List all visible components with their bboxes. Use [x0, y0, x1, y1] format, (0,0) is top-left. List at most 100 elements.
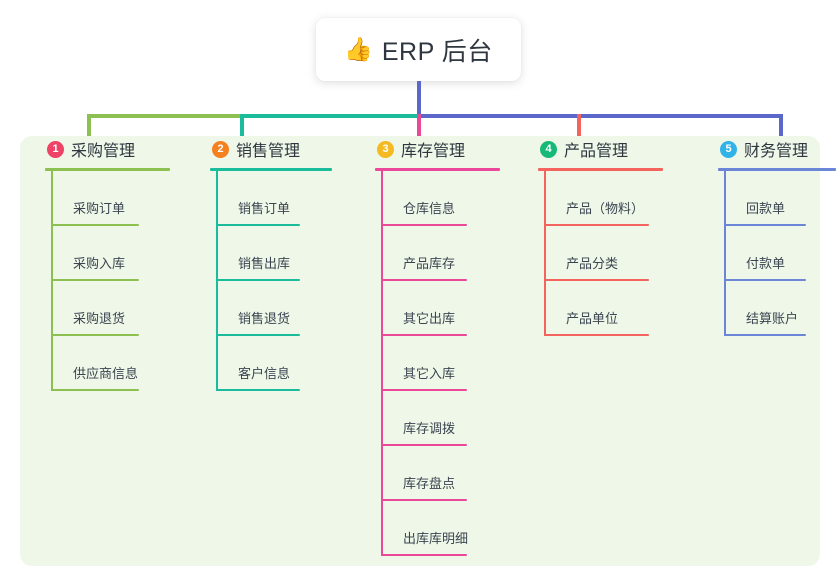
leaf-node[interactable]: 产品库存: [381, 226, 500, 281]
leaf-node[interactable]: 采购入库: [51, 226, 170, 281]
leaf-rule: [51, 389, 139, 391]
branch-column: 1 采购管理采购订单采购入库采购退货供应商信息: [45, 136, 170, 391]
branch-title: 财务管理: [744, 143, 809, 160]
branch-title: 产品管理: [564, 143, 629, 160]
leaf-rule: [51, 334, 139, 336]
leaf-rule: [724, 224, 806, 226]
branch-spine: [544, 171, 546, 336]
leaf-node[interactable]: 回款单: [724, 171, 836, 226]
connector-horizontal-green: [87, 114, 240, 118]
leaf-node[interactable]: 客户信息: [216, 336, 332, 391]
branch-header-rule: [718, 168, 836, 171]
branch-number-badge: 1: [47, 140, 64, 158]
branch-header[interactable]: 1 采购管理: [45, 136, 170, 162]
leaf-rule: [544, 334, 649, 336]
leaf-node[interactable]: 库存调拨: [381, 391, 500, 446]
branch-header-rule: [45, 168, 170, 171]
leaf-rule: [544, 224, 649, 226]
root-node-title: ERP 后台: [381, 37, 493, 66]
leaf-rule: [381, 279, 467, 281]
leaf-node[interactable]: 出库库明细: [381, 501, 500, 556]
leaf-rule: [381, 499, 467, 501]
branch-title: 库存管理: [401, 143, 466, 160]
branch-spine: [51, 171, 53, 391]
branch-number-badge: 2: [212, 140, 229, 158]
leaf-label: 产品单位: [566, 311, 619, 326]
leaf-label: 其它出库: [403, 311, 456, 326]
leaf-rule: [216, 389, 300, 391]
leaf-label: 产品（物料）: [566, 201, 645, 216]
branch-column: 4 产品管理产品（物料） 产品分类产品单位: [538, 136, 663, 336]
connector-trunk: [417, 81, 421, 116]
branch-number-badge: 4: [540, 140, 557, 158]
leaf-label: 其它入库: [403, 366, 456, 381]
branch-spine: [216, 171, 218, 391]
leaf-label: 产品分类: [566, 256, 619, 271]
leaf-label: 销售出库: [238, 256, 291, 271]
leaf-node[interactable]: 库存盘点: [381, 446, 500, 501]
leaf-node[interactable]: 产品单位: [544, 281, 663, 336]
branch-spine: [724, 171, 726, 336]
branch-header-rule: [375, 168, 500, 171]
branch-number-badge: 3: [377, 140, 394, 158]
branch-column: 2 销售管理销售订单销售出库销售退货客户信息: [210, 136, 332, 391]
leaf-label: 库存调拨: [403, 421, 456, 436]
branch-header[interactable]: 4 产品管理: [538, 136, 663, 162]
branches-panel: 1 采购管理采购订单采购入库采购退货供应商信息 2 销售管理销售订单销售出库销售退货客…: [20, 136, 836, 566]
leaf-node[interactable]: 采购退货: [51, 281, 170, 336]
leaf-rule: [51, 224, 139, 226]
leaf-rule: [216, 334, 300, 336]
leaf-rule: [544, 279, 649, 281]
leaf-node[interactable]: 产品（物料）: [544, 171, 663, 226]
connector-horizontal-blue: [418, 114, 783, 118]
leaf-node[interactable]: 销售退货: [216, 281, 332, 336]
branch-header[interactable]: 3 库存管理: [375, 136, 500, 162]
leaf-label: 结算账户: [746, 311, 799, 326]
leaf-label: 付款单: [746, 256, 786, 271]
leaf-node[interactable]: 付款单: [724, 226, 836, 281]
connector-drop-1: [87, 114, 91, 144]
leaf-rule: [724, 334, 806, 336]
leaf-node[interactable]: 其它入库: [381, 336, 500, 391]
leaf-label: 仓库信息: [403, 201, 456, 216]
leaf-node[interactable]: 销售订单: [216, 171, 332, 226]
leaf-label: 出库库明细: [403, 531, 469, 546]
branch-header-rule: [538, 168, 663, 171]
leaf-label: 销售订单: [238, 201, 291, 216]
leaf-node[interactable]: 仓库信息: [381, 171, 500, 226]
branch-title: 销售管理: [236, 143, 301, 160]
leaf-rule: [216, 279, 300, 281]
branch-header-rule: [210, 168, 332, 171]
leaf-label: 采购订单: [73, 201, 126, 216]
leaf-label: 产品库存: [403, 256, 456, 271]
leaf-node[interactable]: 采购订单: [51, 171, 170, 226]
leaf-node[interactable]: 其它出库: [381, 281, 500, 336]
leaf-label: 供应商信息: [73, 366, 139, 381]
leaf-rule: [381, 224, 467, 226]
connector-drop-4: [577, 114, 581, 144]
leaf-rule: [381, 554, 467, 556]
leaf-label: 客户信息: [238, 366, 291, 381]
leaf-node[interactable]: 供应商信息: [51, 336, 170, 391]
branch-title: 采购管理: [71, 143, 136, 160]
branch-header[interactable]: 2 销售管理: [210, 136, 332, 162]
leaf-label: 采购入库: [73, 256, 126, 271]
connector-drop-2: [240, 114, 244, 144]
leaf-rule: [381, 389, 467, 391]
connector-horizontal-teal: [240, 114, 418, 118]
branch-spine: [381, 171, 383, 556]
leaf-rule: [724, 279, 806, 281]
leaf-rule: [51, 279, 139, 281]
leaf-label: 销售退货: [238, 311, 291, 326]
leaf-label: 采购退货: [73, 311, 126, 326]
leaf-node[interactable]: 销售出库: [216, 226, 332, 281]
root-node-card[interactable]: 👍 ERP 后台: [316, 18, 521, 81]
leaf-rule: [381, 444, 467, 446]
leaf-node[interactable]: 结算账户: [724, 281, 836, 336]
leaf-node[interactable]: 产品分类: [544, 226, 663, 281]
leaf-label: 回款单: [746, 201, 786, 216]
branch-column: 3 库存管理仓库信息产品库存其它出库其它入库库存调拨库存盘点出库库明细: [375, 136, 500, 556]
